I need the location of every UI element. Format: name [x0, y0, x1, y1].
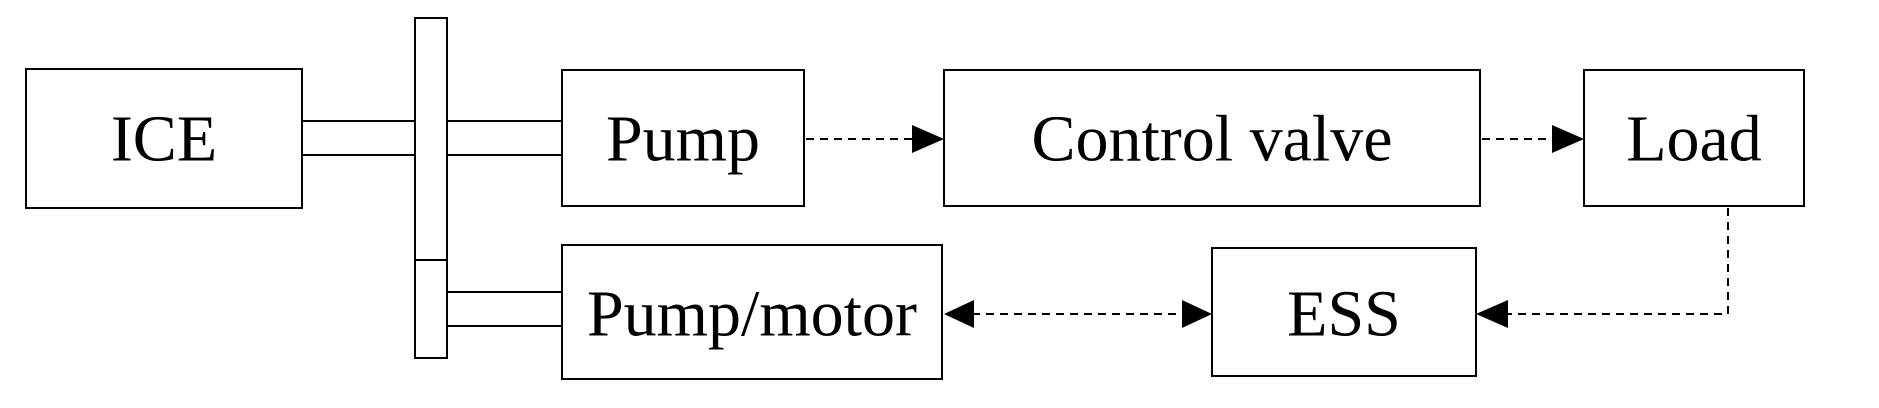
arrowhead-left — [944, 300, 974, 328]
load-label: Load — [1626, 103, 1762, 176]
flow-arrow-control-valve-to-load — [1482, 125, 1584, 153]
pump-label: Pump — [606, 103, 760, 176]
flow-arrow-pump-to-control-valve — [806, 125, 944, 153]
control-valve-block: Control valve — [943, 69, 1481, 207]
shaft-bar-to-pump-motor — [447, 291, 562, 327]
shaft-ice-to-bar — [302, 120, 415, 156]
shaft-bar-to-pump — [447, 120, 562, 156]
pump-block: Pump — [561, 69, 805, 207]
ess-label: ESS — [1287, 278, 1401, 351]
pump-motor-block: Pump/motor — [561, 244, 943, 380]
flow-arrow-load-to-ess — [1476, 208, 1729, 328]
transmission-bar — [414, 17, 448, 359]
ice-label: ICE — [111, 103, 217, 176]
load-block: Load — [1583, 69, 1805, 207]
ess-block: ESS — [1211, 247, 1477, 377]
pump-motor-label: Pump/motor — [587, 278, 917, 351]
ice-block: ICE — [25, 68, 303, 209]
flow-arrow-pump-motor-ess-bidirectional — [944, 300, 1212, 328]
arrowhead-right — [1182, 300, 1212, 328]
control-valve-label: Control valve — [1031, 103, 1392, 176]
